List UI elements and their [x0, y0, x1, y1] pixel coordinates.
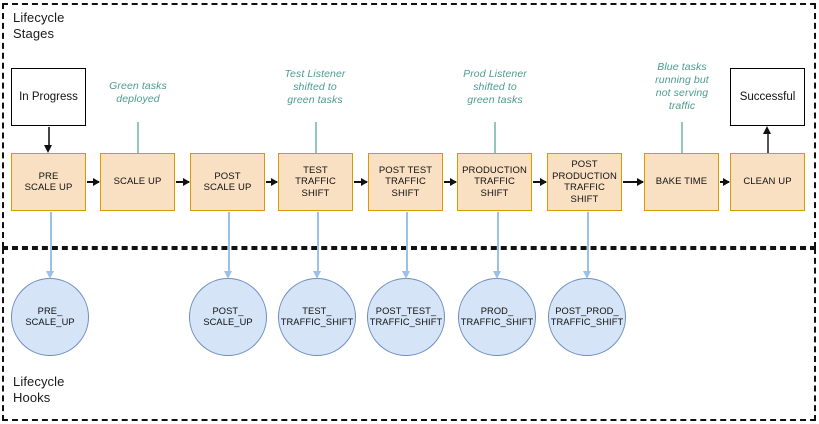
hook-circle-post-test-traffic-shift[interactable]: POST_TEST_ TRAFFIC_SHIFT [367, 278, 445, 356]
hook-circle-prod-traffic-shift[interactable]: PROD_ TRAFFIC_SHIFT [458, 278, 536, 356]
arrow-test-to-posttest [354, 178, 368, 185]
arrow-post-to-test [266, 178, 278, 185]
state-box-successful[interactable]: Successful [730, 68, 805, 126]
lane-title-lifecycle-stages: Lifecycle Stages [13, 10, 65, 41]
arrow-prod-to-postprod [533, 178, 547, 185]
arrow-pre-to-scale [87, 178, 100, 185]
arrow-scale-to-post [176, 178, 190, 185]
hook-circle-pre-scale-up[interactable]: PRE_ SCALE_UP [11, 278, 89, 356]
hookarrow-pre-scale-up [46, 212, 54, 279]
lane-title-lifecycle-hooks: Lifecycle Hooks [13, 374, 65, 405]
arrow-bake-to-cleanup [720, 178, 730, 185]
stage-box-post-test-traffic-shift[interactable]: POST TEST TRAFFIC SHIFT [368, 153, 443, 211]
hookarrow-prod-traffic-shift [493, 212, 501, 279]
state-box-in-progress[interactable]: In Progress [11, 68, 86, 126]
stage-box-production-traffic-shift[interactable]: PRODUCTION TRAFFIC SHIFT [457, 153, 532, 211]
annotation-blue-tasks: Blue tasks running but not serving traff… [655, 61, 709, 112]
stage-box-test-traffic-shift[interactable]: TEST TRAFFIC SHIFT [278, 153, 353, 211]
lane-lifecycle-hooks [2, 248, 816, 421]
stage-box-scale-up[interactable]: SCALE UP [100, 153, 175, 211]
lane-lifecycle-stages [2, 3, 816, 248]
stage-box-post-scale-up[interactable]: POST SCALE UP [190, 153, 265, 211]
hookarrow-post-test-traffic-shift [402, 212, 410, 279]
hookarrow-test-traffic-shift [313, 212, 321, 279]
annotation-test-listener: Test Listener shifted to green tasks [284, 68, 346, 106]
hook-circle-test-traffic-shift[interactable]: TEST_ TRAFFIC_SHIFT [278, 278, 356, 356]
stage-box-bake-time[interactable]: BAKE TIME [644, 153, 719, 211]
annotation-line-test-listener [315, 122, 317, 153]
arrow-postprod-to-bake [623, 178, 644, 185]
hook-circle-post-scale-up[interactable]: POST_ SCALE_UP [189, 278, 267, 356]
arrow-posttest-to-prod [444, 178, 457, 185]
stage-box-post-production-traffic-shift[interactable]: POST PRODUCTION TRAFFIC SHIFT [547, 153, 622, 211]
annotation-line-green-tasks-deployed [137, 122, 139, 153]
annotation-line-prod-listener [494, 122, 496, 153]
annotation-green-tasks-deployed: Green tasks deployed [109, 80, 167, 105]
arrow-cleanup-to-successful [764, 126, 771, 153]
stage-box-clean-up[interactable]: CLEAN UP [730, 153, 805, 211]
stage-box-pre-scale-up[interactable]: PRE SCALE UP [11, 153, 86, 211]
hookarrow-post-scale-up [224, 212, 232, 279]
annotation-prod-listener: Prod Listener shifted to green tasks [463, 68, 527, 106]
arrow-inprogress-to-prescaleup [45, 127, 52, 153]
hook-circle-post-prod-traffic-shift[interactable]: POST_PROD_ TRAFFIC_SHIFT [548, 278, 626, 356]
hookarrow-post-prod-traffic-shift [583, 212, 591, 279]
annotation-line-blue-tasks [681, 122, 683, 153]
